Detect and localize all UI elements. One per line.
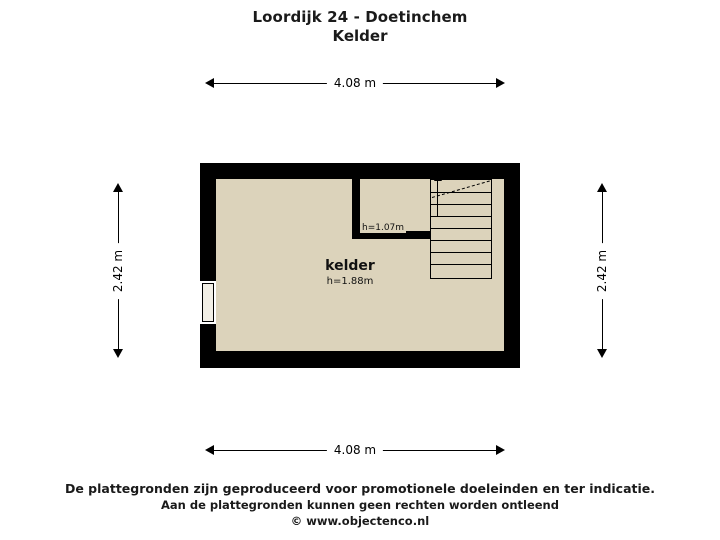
room-height-kelder: h=1.88m bbox=[326, 276, 374, 287]
footer-line-1: De plattegronden zijn geproduceerd voor … bbox=[64, 481, 656, 496]
footer-line-2: Aan de plattegronden kunnen geen rechten… bbox=[161, 498, 559, 512]
dimension-left: 2.42 m bbox=[110, 183, 126, 358]
closet-height-label: h=1.07m bbox=[360, 223, 407, 233]
floorplan-drawing: h=1.07m kelder h=1.88m bbox=[200, 163, 520, 368]
stair-step bbox=[431, 228, 491, 229]
page-title: Loordijk 24 - Doetinchem Kelder bbox=[0, 8, 720, 46]
room-label-kelder: kelder bbox=[325, 258, 375, 274]
dimension-bottom-label: 4.08 m bbox=[326, 442, 384, 458]
arrow-left-icon bbox=[205, 445, 214, 455]
stair-step bbox=[431, 216, 491, 217]
dimension-right: 2.42 m bbox=[594, 183, 610, 358]
title-floor: Kelder bbox=[332, 27, 388, 45]
dimension-top-label: 4.08 m bbox=[326, 75, 384, 91]
door-leaf bbox=[202, 283, 214, 322]
arrow-right-icon bbox=[496, 445, 505, 455]
dimension-left-label: 2.42 m bbox=[110, 242, 126, 299]
footer-disclaimer: De plattegronden zijn geproduceerd voor … bbox=[0, 480, 720, 529]
stair-step bbox=[431, 204, 491, 205]
arrow-down-icon bbox=[597, 349, 607, 358]
stair-direction-arrow bbox=[437, 181, 438, 217]
arrow-right-icon bbox=[496, 78, 505, 88]
stair-step bbox=[431, 240, 491, 241]
title-address: Loordijk 24 - Doetinchem bbox=[252, 8, 468, 26]
stair-direction-arrow-head bbox=[433, 173, 442, 181]
arrow-up-icon bbox=[597, 183, 607, 192]
arrow-down-icon bbox=[113, 349, 123, 358]
dimension-top: 4.08 m bbox=[205, 75, 505, 91]
footer-copyright: © www.objectenco.nl bbox=[290, 514, 430, 528]
staircase bbox=[430, 179, 492, 279]
stair-step bbox=[431, 192, 491, 193]
stair-step bbox=[431, 264, 491, 265]
interior-wall-vertical bbox=[352, 179, 360, 239]
stair-step bbox=[431, 252, 491, 253]
dimension-right-label: 2.42 m bbox=[594, 242, 610, 299]
dimension-bottom: 4.08 m bbox=[205, 442, 505, 458]
arrow-left-icon bbox=[205, 78, 214, 88]
interior-wall-horizontal bbox=[352, 231, 430, 239]
arrow-up-icon bbox=[113, 183, 123, 192]
